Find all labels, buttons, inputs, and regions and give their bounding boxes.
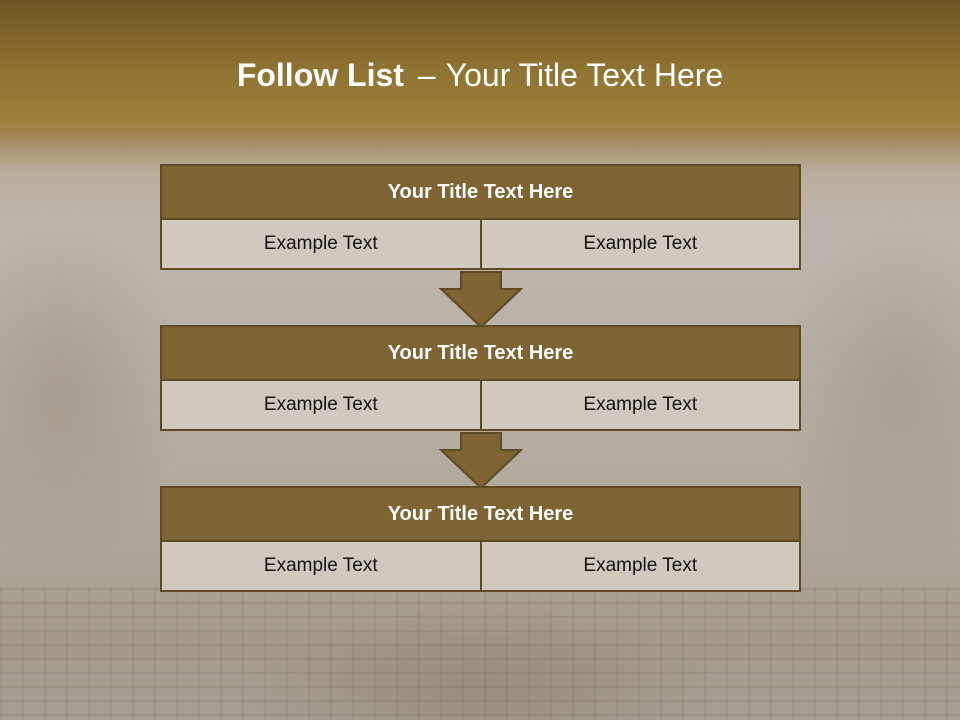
list-block-2: Your Title Text Here Example Text Exampl… <box>160 325 801 431</box>
list-block-3: Your Title Text Here Example Text Exampl… <box>160 486 801 592</box>
down-arrow-icon <box>439 432 523 490</box>
slide-title: Follow List–Your Title Text Here <box>0 55 960 95</box>
block-cell-left-3: Example Text <box>160 542 482 592</box>
block-row-2: Example Text Example Text <box>160 381 801 431</box>
block-cell-left-1: Example Text <box>160 220 482 270</box>
block-row-3: Example Text Example Text <box>160 542 801 592</box>
title-separator: – <box>417 57 436 93</box>
block-cell-right-1: Example Text <box>481 220 801 270</box>
block-row-1: Example Text Example Text <box>160 220 801 270</box>
block-title-3: Your Title Text Here <box>160 486 801 542</box>
down-arrow-icon <box>439 271 523 329</box>
block-cell-left-2: Example Text <box>160 381 482 431</box>
title-rest: Your Title Text Here <box>445 57 724 93</box>
block-cell-right-2: Example Text <box>481 381 801 431</box>
list-block-1: Your Title Text Here Example Text Exampl… <box>160 164 801 270</box>
block-cell-right-3: Example Text <box>481 542 801 592</box>
floor-texture <box>0 588 960 720</box>
block-title-2: Your Title Text Here <box>160 325 801 381</box>
title-bold: Follow List <box>236 57 404 93</box>
block-title-1: Your Title Text Here <box>160 164 801 220</box>
